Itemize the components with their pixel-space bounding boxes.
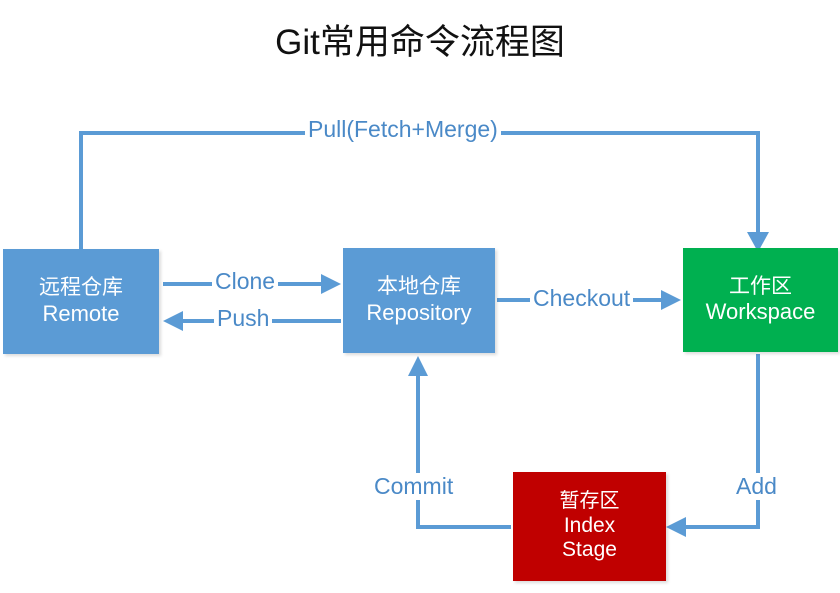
edge-label-push: Push: [214, 305, 273, 332]
node-repository-label-en: Repository: [366, 299, 472, 325]
node-index-label-cn: 暂存区: [559, 489, 620, 512]
node-repository[interactable]: 本地仓库 Repository: [343, 248, 495, 353]
node-workspace-label-cn: 工作区: [729, 274, 792, 298]
edge-label-add: Add: [733, 473, 780, 500]
page-title: Git常用命令流程图: [275, 23, 565, 62]
node-workspace-label-en: Workspace: [705, 299, 816, 325]
edge-commit: [408, 356, 511, 529]
edge-label-pull: Pull(Fetch+Merge): [305, 116, 501, 143]
node-index[interactable]: 暂存区 Index Stage: [513, 472, 666, 581]
node-index-label-en: Index: [563, 513, 616, 537]
edge-pull: [79, 131, 769, 252]
node-remote[interactable]: 远程仓库 Remote: [3, 249, 159, 354]
edge-label-commit: Commit: [371, 473, 457, 500]
edge-label-checkout: Checkout: [530, 285, 634, 312]
node-workspace[interactable]: 工作区 Workspace: [683, 248, 838, 352]
node-index-label-en2: Stage: [562, 538, 617, 562]
node-repository-label-cn: 本地仓库: [377, 275, 461, 299]
edge-add: [666, 354, 760, 537]
node-remote-label-en: Remote: [42, 300, 120, 326]
node-remote-label-cn: 远程仓库: [39, 276, 123, 300]
edge-label-clone: Clone: [212, 268, 279, 295]
